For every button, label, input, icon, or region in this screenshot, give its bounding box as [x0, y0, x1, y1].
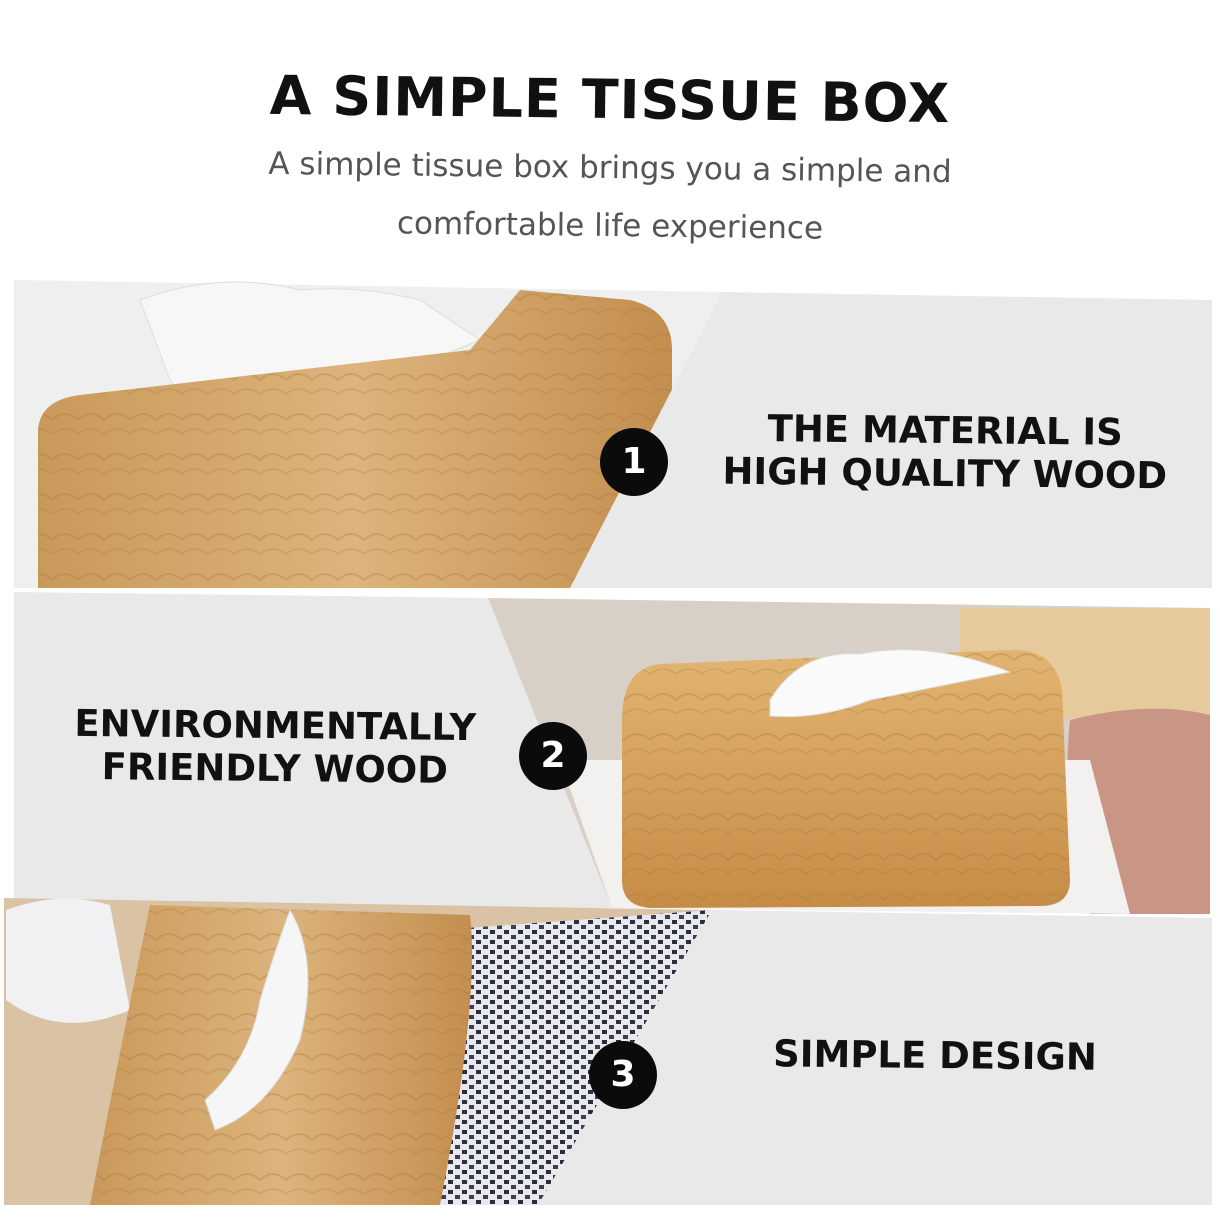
- feature-1-line-1: THE MATERIAL IS: [767, 407, 1124, 454]
- feature-3-number-badge: 3: [589, 1041, 657, 1109]
- feature-2-number-badge: 2: [519, 722, 587, 790]
- tissue-paper-2: [769, 649, 1012, 718]
- panel-1: [14, 280, 1212, 588]
- feature-2-text: ENVIRONMENTALLY FRIENDLY WOOD: [40, 701, 511, 793]
- tissue-paper-3: [204, 908, 309, 1131]
- panel-3: [4, 898, 1212, 1205]
- feature-1-number-badge: 1: [600, 428, 668, 496]
- feature-2-line-2: FRIENDLY WOOD: [101, 744, 449, 792]
- feature-1-line-2: HIGH QUALITY WOOD: [722, 449, 1168, 497]
- feature-1-text: THE MATERIAL IS HIGH QUALITY WOOD: [700, 407, 1191, 497]
- feature-2-line-1: ENVIRONMENTALLY: [74, 701, 477, 750]
- feature-3-text: SIMPLE DESIGN: [720, 1032, 1150, 1080]
- feature-3-line-1: SIMPLE DESIGN: [772, 1032, 1098, 1079]
- panel-2: [14, 592, 1210, 914]
